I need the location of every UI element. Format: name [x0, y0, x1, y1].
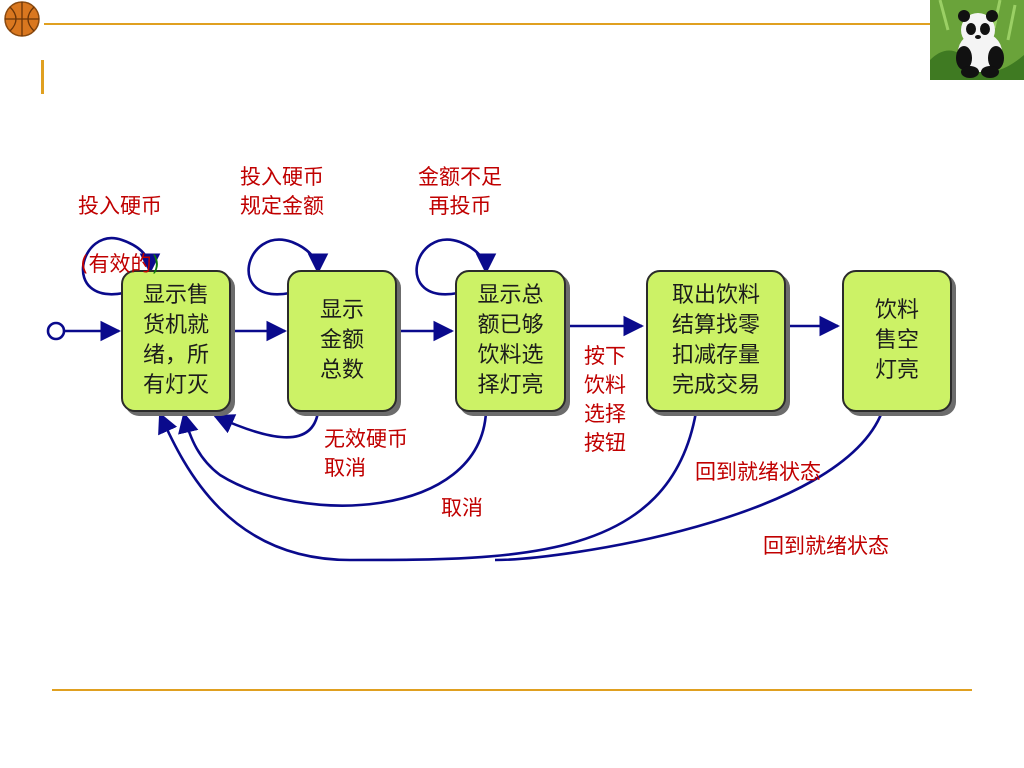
arrow-s5-s1-ready — [494, 411, 884, 562]
basketball-icon — [2, 0, 42, 38]
loop-s1 — [81, 236, 161, 296]
title-marker — [41, 60, 44, 94]
label-back-ready-1: 回到就绪状态 — [695, 460, 821, 484]
label-coin-amount: 投入硬币 规定金额 — [240, 165, 324, 218]
loop-s3 — [415, 238, 497, 296]
arrow-s3-s1-cancel — [178, 411, 488, 507]
state-show-total-text: 显示 金额 总数 — [319, 298, 364, 383]
state-enough: 显示总 额已够 饮料选 择灯亮 — [455, 270, 566, 412]
label-coin-valid-paren: ) — [151, 252, 160, 276]
state-soldout-text: 饮料 售空 灯亮 — [874, 298, 919, 383]
arrow-s4-s1-ready — [158, 411, 698, 562]
state-complete-text: 取出饮料 结算找零 扣减存量 完成交易 — [671, 283, 760, 398]
label-coin-valid: 投入硬币 (有效的) — [58, 163, 182, 279]
state-complete: 取出饮料 结算找零 扣减存量 完成交易 — [646, 270, 786, 412]
label-coin-valid-line1: 投入硬币 — [78, 194, 162, 218]
bottom-rule — [52, 689, 972, 691]
loop-s2 — [247, 238, 329, 296]
top-rule — [44, 23, 930, 25]
state-show-total: 显示 金额 总数 — [287, 270, 397, 412]
label-press-button: 按下 饮料 选择 按钮 — [584, 344, 626, 455]
state-soldout: 饮料 售空 灯亮 — [842, 270, 952, 412]
label-invalid-cancel: 无效硬币 取消 — [324, 427, 408, 480]
start-node — [46, 321, 66, 341]
panda-image — [930, 0, 1024, 80]
arrow-s2-s1-cancel — [213, 411, 320, 439]
label-cancel: 取消 — [441, 496, 483, 520]
state-enough-text: 显示总 额已够 饮料选 择灯亮 — [477, 283, 544, 398]
label-insufficient: 金额不足 再投币 — [418, 165, 502, 218]
label-back-ready-2: 回到就绪状态 — [763, 534, 889, 558]
state-ready-text: 显示售 货机就 绪，所 有灯灭 — [142, 283, 209, 398]
label-coin-valid-line2: (有效的 — [80, 252, 152, 276]
state-ready: 显示售 货机就 绪，所 有灯灭 — [121, 270, 231, 412]
